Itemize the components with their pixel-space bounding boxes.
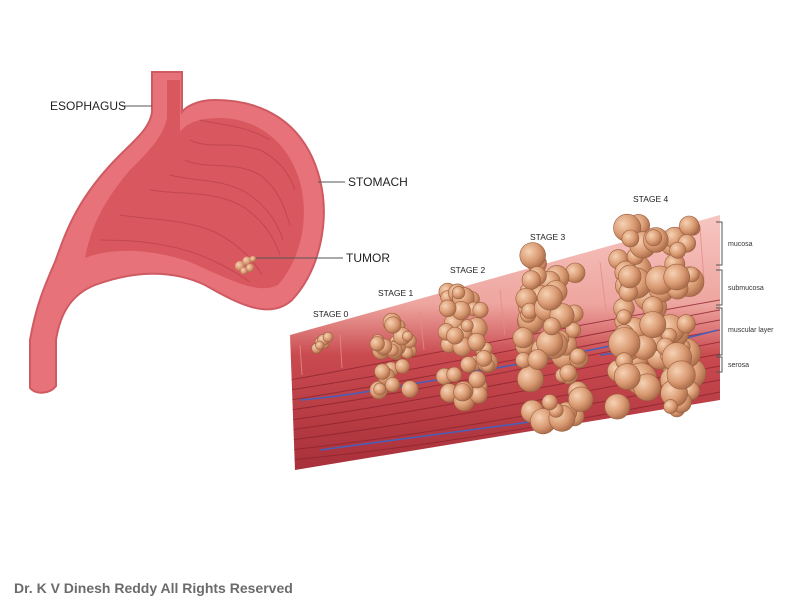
tumor-cell (676, 314, 696, 334)
layer-mucosa-label: mucosa (728, 241, 753, 248)
tumor-cell (663, 263, 691, 291)
tumor-cell (519, 242, 546, 269)
tumor-cell (369, 336, 385, 352)
tumor-stage-2 (435, 282, 499, 412)
tumor-cell (374, 363, 391, 380)
tumor-cell (468, 370, 486, 389)
tumor-cell (475, 350, 493, 367)
tumor-cell (527, 349, 549, 370)
tumor-cell (679, 215, 700, 236)
tumor-cell (322, 331, 334, 343)
stage-3-label: STAGE 3 (530, 232, 566, 242)
tumor-cell (451, 286, 466, 300)
tumor-stage-1 (369, 312, 419, 400)
tumor-cell (621, 229, 640, 248)
stage-2-label: STAGE 2 (450, 265, 486, 275)
stomach-label: STOMACH (348, 175, 408, 189)
tumor-cell (472, 301, 489, 318)
tumor-cell (541, 394, 558, 411)
tumor-cell (512, 327, 534, 349)
tumor-cell (542, 317, 561, 336)
tumor-cell (617, 264, 642, 289)
tumor-cell (639, 311, 667, 339)
tumor-cell (394, 358, 410, 374)
tumor-cell (669, 241, 687, 259)
tumor-cell (384, 377, 401, 393)
tumor-cell (666, 360, 696, 390)
tumor-cell (402, 330, 413, 342)
tumor-cell (645, 229, 663, 247)
tumor-cell (401, 380, 419, 398)
tumor-cell (460, 319, 474, 333)
layer-submucosa-label: submucosa (728, 285, 764, 292)
tumor-cell (460, 356, 477, 373)
stomach-illustration (29, 71, 325, 394)
tumor-cell (521, 270, 541, 290)
layer-muscular-label: muscular layer (728, 327, 774, 334)
tumor-cell (439, 299, 457, 317)
tumor-cell (568, 386, 594, 412)
stomach-inner-lining (85, 80, 304, 289)
tumor-cell (446, 366, 463, 383)
tumor-cell (663, 399, 678, 414)
tumor-stage-0 (311, 331, 334, 354)
stomach-folds (99, 119, 296, 283)
stage-0-label: STAGE 0 (313, 309, 349, 319)
tumor-stage-4 (604, 213, 707, 420)
stage-1-label: STAGE 1 (378, 288, 414, 298)
mucosa-ridges (299, 227, 705, 376)
tumor-stages (311, 213, 707, 435)
tumor-cell (559, 364, 577, 382)
tumor-cell (315, 340, 325, 351)
tumor-cell (446, 326, 464, 345)
tumor-cell (604, 393, 631, 420)
layer-serosa-label: serosa (728, 362, 749, 369)
tumor-stage-3 (512, 242, 594, 435)
stage-4-label: STAGE 4 (633, 194, 669, 204)
tumor-cell (373, 382, 387, 396)
tumor-cell (569, 347, 587, 365)
tumor-cell (616, 309, 632, 325)
esophagus-label: ESOPHAGUS (50, 99, 126, 113)
tumor-cell (613, 363, 641, 390)
tumor-cell (453, 383, 472, 402)
tumor-cell (537, 284, 563, 311)
tumor-label: TUMOR (346, 251, 390, 265)
tumor-cell (384, 316, 402, 334)
stomach-tumor-mark (235, 256, 256, 275)
copyright-footer: Dr. K V Dinesh Reddy All Rights Reserved (14, 580, 293, 596)
tumor-cell (467, 332, 486, 352)
layer-brackets (716, 221, 723, 373)
